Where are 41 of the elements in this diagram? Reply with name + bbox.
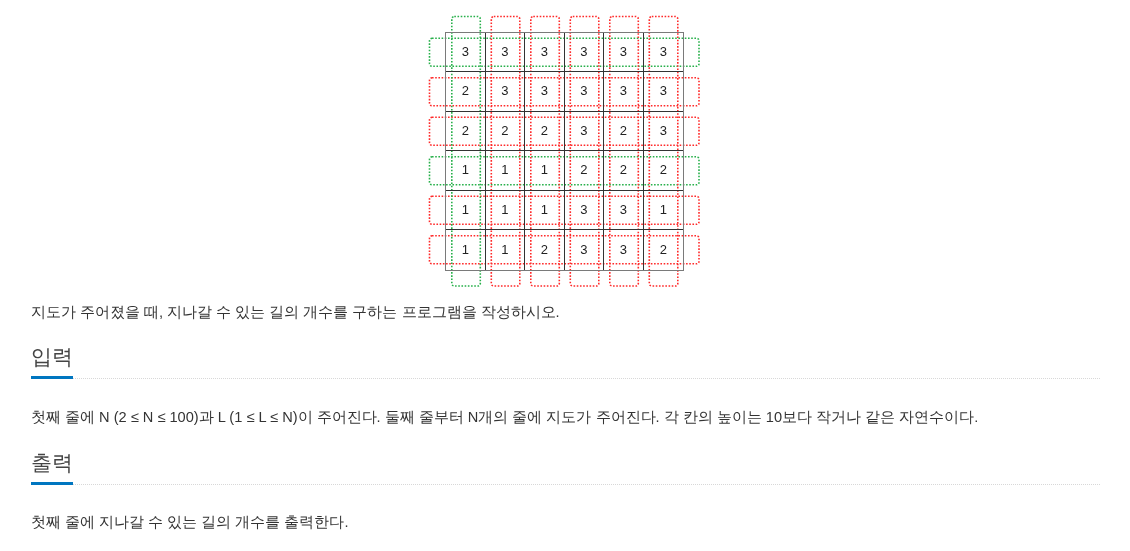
description-text: 지도가 주어졌을 때, 지나갈 수 있는 길의 개수를 구하는 프로그램을 작성하시오.: [31, 303, 560, 322]
description-text: 첫째 줄에 N (2 ≤ N ≤ 100)과 L (1 ≤ L ≤ N)이 주어진다. 둘째 줄부터 N개의 줄에 지도가 주어진다. 각 칸의 높이는 10보다 작거나 같은 자연수이다.: [31, 408, 979, 427]
height-cell: 1: [485, 190, 525, 230]
height-cell: 3: [604, 190, 644, 230]
description-text: 첫째 줄에 지나갈 수 있는 길의 개수를 출력한다.: [31, 513, 349, 532]
height-cell: 2: [604, 111, 644, 151]
height-cell-text: 2: [658, 240, 668, 259]
height-cell: 2: [485, 111, 525, 151]
height-cell: 2: [564, 151, 604, 191]
height-cell: 2: [525, 230, 565, 270]
height-cell: 1: [446, 151, 486, 191]
height-cell: 2: [643, 151, 683, 191]
height-cell: 3: [564, 111, 604, 151]
height-cell: 3: [525, 72, 565, 112]
height-cell: 2: [604, 151, 644, 191]
height-cell: 3: [643, 32, 683, 72]
height-cell: 2: [446, 111, 486, 151]
height-cell: 3: [604, 230, 644, 270]
height-cell: 1: [446, 230, 486, 270]
height-cell: 1: [485, 151, 525, 191]
height-cell: 1: [643, 190, 683, 230]
section-heading: 입력: [31, 344, 73, 379]
height-cell: 2: [446, 72, 486, 112]
section-heading: 출력: [31, 450, 73, 485]
height-cell: 2: [525, 111, 565, 151]
height-cell: 3: [485, 72, 525, 112]
height-cell: 3: [525, 32, 565, 72]
height-cell: 3: [564, 230, 604, 270]
height-cell: 3: [643, 111, 683, 151]
height-cell: 1: [485, 230, 525, 270]
height-cell: 3: [643, 72, 683, 112]
height-cell: 3: [604, 32, 644, 72]
height-cell: 3: [564, 190, 604, 230]
height-cell: 3: [446, 32, 486, 72]
height-cell: 3: [485, 32, 525, 72]
height-cell: 1: [446, 190, 486, 230]
height-cell: 1: [525, 190, 565, 230]
height-cell: 3: [564, 72, 604, 112]
height-cell: 3: [604, 72, 644, 112]
height-cell: 3: [564, 32, 604, 72]
height-cell: 1: [525, 151, 565, 191]
